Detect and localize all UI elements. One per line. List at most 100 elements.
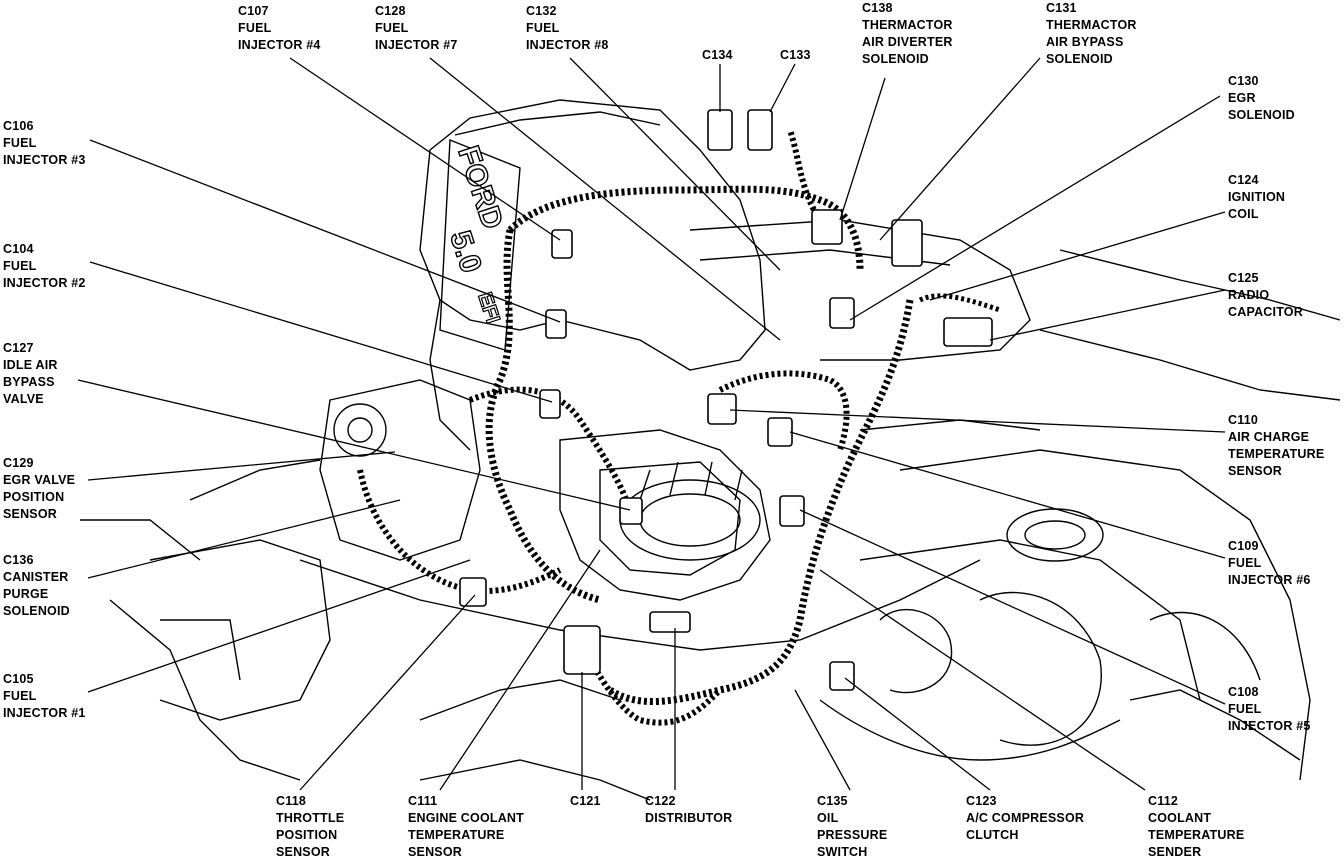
label-c122-line: C122 <box>645 794 676 808</box>
label-c118-line: THROTTLE <box>276 811 345 825</box>
connector-c134 <box>707 109 733 151</box>
label-c128-line: C128 <box>375 4 406 18</box>
label-c104-line: INJECTOR #2 <box>3 276 86 290</box>
connector-c125 <box>943 317 993 347</box>
label-c121: C121 <box>570 793 601 810</box>
label-c138-line: THERMACTOR <box>862 18 953 32</box>
label-c112-line: TEMPERATURE <box>1148 828 1245 842</box>
label-c122-line: DISTRIBUTOR <box>645 811 733 825</box>
label-c127-line: BYPASS <box>3 375 55 389</box>
label-c124-line: C124 <box>1228 173 1259 187</box>
label-c135-line: OIL <box>817 811 839 825</box>
label-c127-line: IDLE AIR <box>3 358 58 372</box>
leader-c104 <box>89 261 553 403</box>
label-c130: C130 EGR SOLENOID <box>1228 73 1295 124</box>
leader-c109 <box>789 431 1226 559</box>
label-c135: C135 OIL PRESSURE SWITCH <box>817 793 887 861</box>
label-c107-line: FUEL <box>238 21 272 35</box>
label-c134: C134 <box>702 47 733 64</box>
connector-c109 <box>767 417 793 447</box>
label-c125: C125 RADIO CAPACITOR <box>1228 270 1303 321</box>
label-c131-line: THERMACTOR <box>1046 18 1137 32</box>
label-c135-line: C135 <box>817 794 848 808</box>
connector-c138 <box>811 209 843 245</box>
label-c121-line: C121 <box>570 794 601 808</box>
label-c108: C108 FUEL INJECTOR #5 <box>1228 684 1311 735</box>
connector-c121 <box>563 625 601 675</box>
label-c130-line: C130 <box>1228 74 1259 88</box>
label-c138: C138 THERMACTOR AIR DIVERTER SOLENOID <box>862 0 953 68</box>
leader-c106 <box>89 139 561 323</box>
label-c104: C104 FUEL INJECTOR #2 <box>3 241 86 292</box>
connector-c110 <box>707 393 737 425</box>
label-c125-line: CAPACITOR <box>1228 305 1303 319</box>
label-c136: C136 CANISTER PURGE SOLENOID <box>3 552 70 620</box>
label-c128: C128 FUEL INJECTOR #7 <box>375 3 458 54</box>
label-c132-line: FUEL <box>526 21 560 35</box>
plenum-model-text: 5.0 <box>443 227 487 277</box>
label-c111: C111 ENGINE COOLANT TEMPERATURE SENSOR <box>408 793 524 861</box>
label-c110-line: SENSOR <box>1228 464 1282 478</box>
label-c118-line: C118 <box>276 794 306 808</box>
label-c112-line: COOLANT <box>1148 811 1212 825</box>
label-c108-line: FUEL <box>1228 702 1262 716</box>
leader-c112 <box>819 569 1146 791</box>
label-c105: C105 FUEL INJECTOR #1 <box>3 671 86 722</box>
label-c128-line: FUEL <box>375 21 409 35</box>
label-c136-line: SOLENOID <box>3 604 70 618</box>
leader-c111 <box>439 549 601 791</box>
plenum-brand-text: FORD <box>451 142 509 233</box>
leader-c123 <box>844 677 991 791</box>
connector-c104 <box>539 389 561 419</box>
label-c105-line: C105 <box>3 672 34 686</box>
label-c132: C132 FUEL INJECTOR #8 <box>526 3 609 54</box>
connector-c131 <box>891 219 923 267</box>
label-c133-line: C133 <box>780 48 811 62</box>
label-c107-line: INJECTOR #4 <box>238 38 321 52</box>
label-c112-line: SENDER <box>1148 845 1202 859</box>
label-c136-line: CANISTER <box>3 570 69 584</box>
label-c129-line: POSITION <box>3 490 65 504</box>
label-c125-line: C125 <box>1228 271 1259 285</box>
label-c108-line: C108 <box>1228 685 1259 699</box>
label-c138-line: C138 <box>862 1 893 15</box>
label-c127-line: VALVE <box>3 392 44 406</box>
label-c130-line: EGR <box>1228 91 1256 105</box>
leader-c136 <box>87 499 401 579</box>
label-c110-line: C110 <box>1228 413 1258 427</box>
label-c130-line: SOLENOID <box>1228 108 1295 122</box>
label-c111-line: ENGINE COOLANT <box>408 811 524 825</box>
label-c106-line: C106 <box>3 119 34 133</box>
label-c106: C106 FUEL INJECTOR #3 <box>3 118 86 169</box>
leader-c127 <box>77 379 631 511</box>
label-c104-line: C104 <box>3 242 34 256</box>
label-c105-line: INJECTOR #1 <box>3 706 86 720</box>
label-c136-line: C136 <box>3 553 34 567</box>
label-c108-line: INJECTOR #5 <box>1228 719 1311 733</box>
label-c127-line: C127 <box>3 341 34 355</box>
label-c118: C118 THROTTLE POSITION SENSOR <box>276 793 344 861</box>
leader-c110 <box>729 409 1226 433</box>
label-c109-line: C109 <box>1228 539 1259 553</box>
connectors <box>459 109 993 691</box>
label-c131-line: SOLENOID <box>1046 52 1113 66</box>
label-c136-line: PURGE <box>3 587 49 601</box>
label-c109-line: INJECTOR #6 <box>1228 573 1311 587</box>
label-c133: C133 <box>780 47 811 64</box>
label-c123-line: C123 <box>966 794 997 808</box>
connector-c135 <box>829 661 855 691</box>
leader-c132 <box>569 57 781 271</box>
plenum-badge-text: EFI <box>473 290 504 326</box>
label-c122: C122 DISTRIBUTOR <box>645 793 732 827</box>
label-c129-line: EGR VALVE <box>3 473 76 487</box>
connector-c127 <box>619 497 643 525</box>
leader-c124 <box>929 211 1226 301</box>
label-c132-line: INJECTOR #8 <box>526 38 609 52</box>
connector-c107 <box>551 229 573 259</box>
label-c107-line: C107 <box>238 4 269 18</box>
label-c131-line: AIR BYPASS <box>1046 35 1124 49</box>
label-c129-line: C129 <box>3 456 34 470</box>
label-c105-line: FUEL <box>3 689 37 703</box>
connector-c106 <box>545 309 567 339</box>
